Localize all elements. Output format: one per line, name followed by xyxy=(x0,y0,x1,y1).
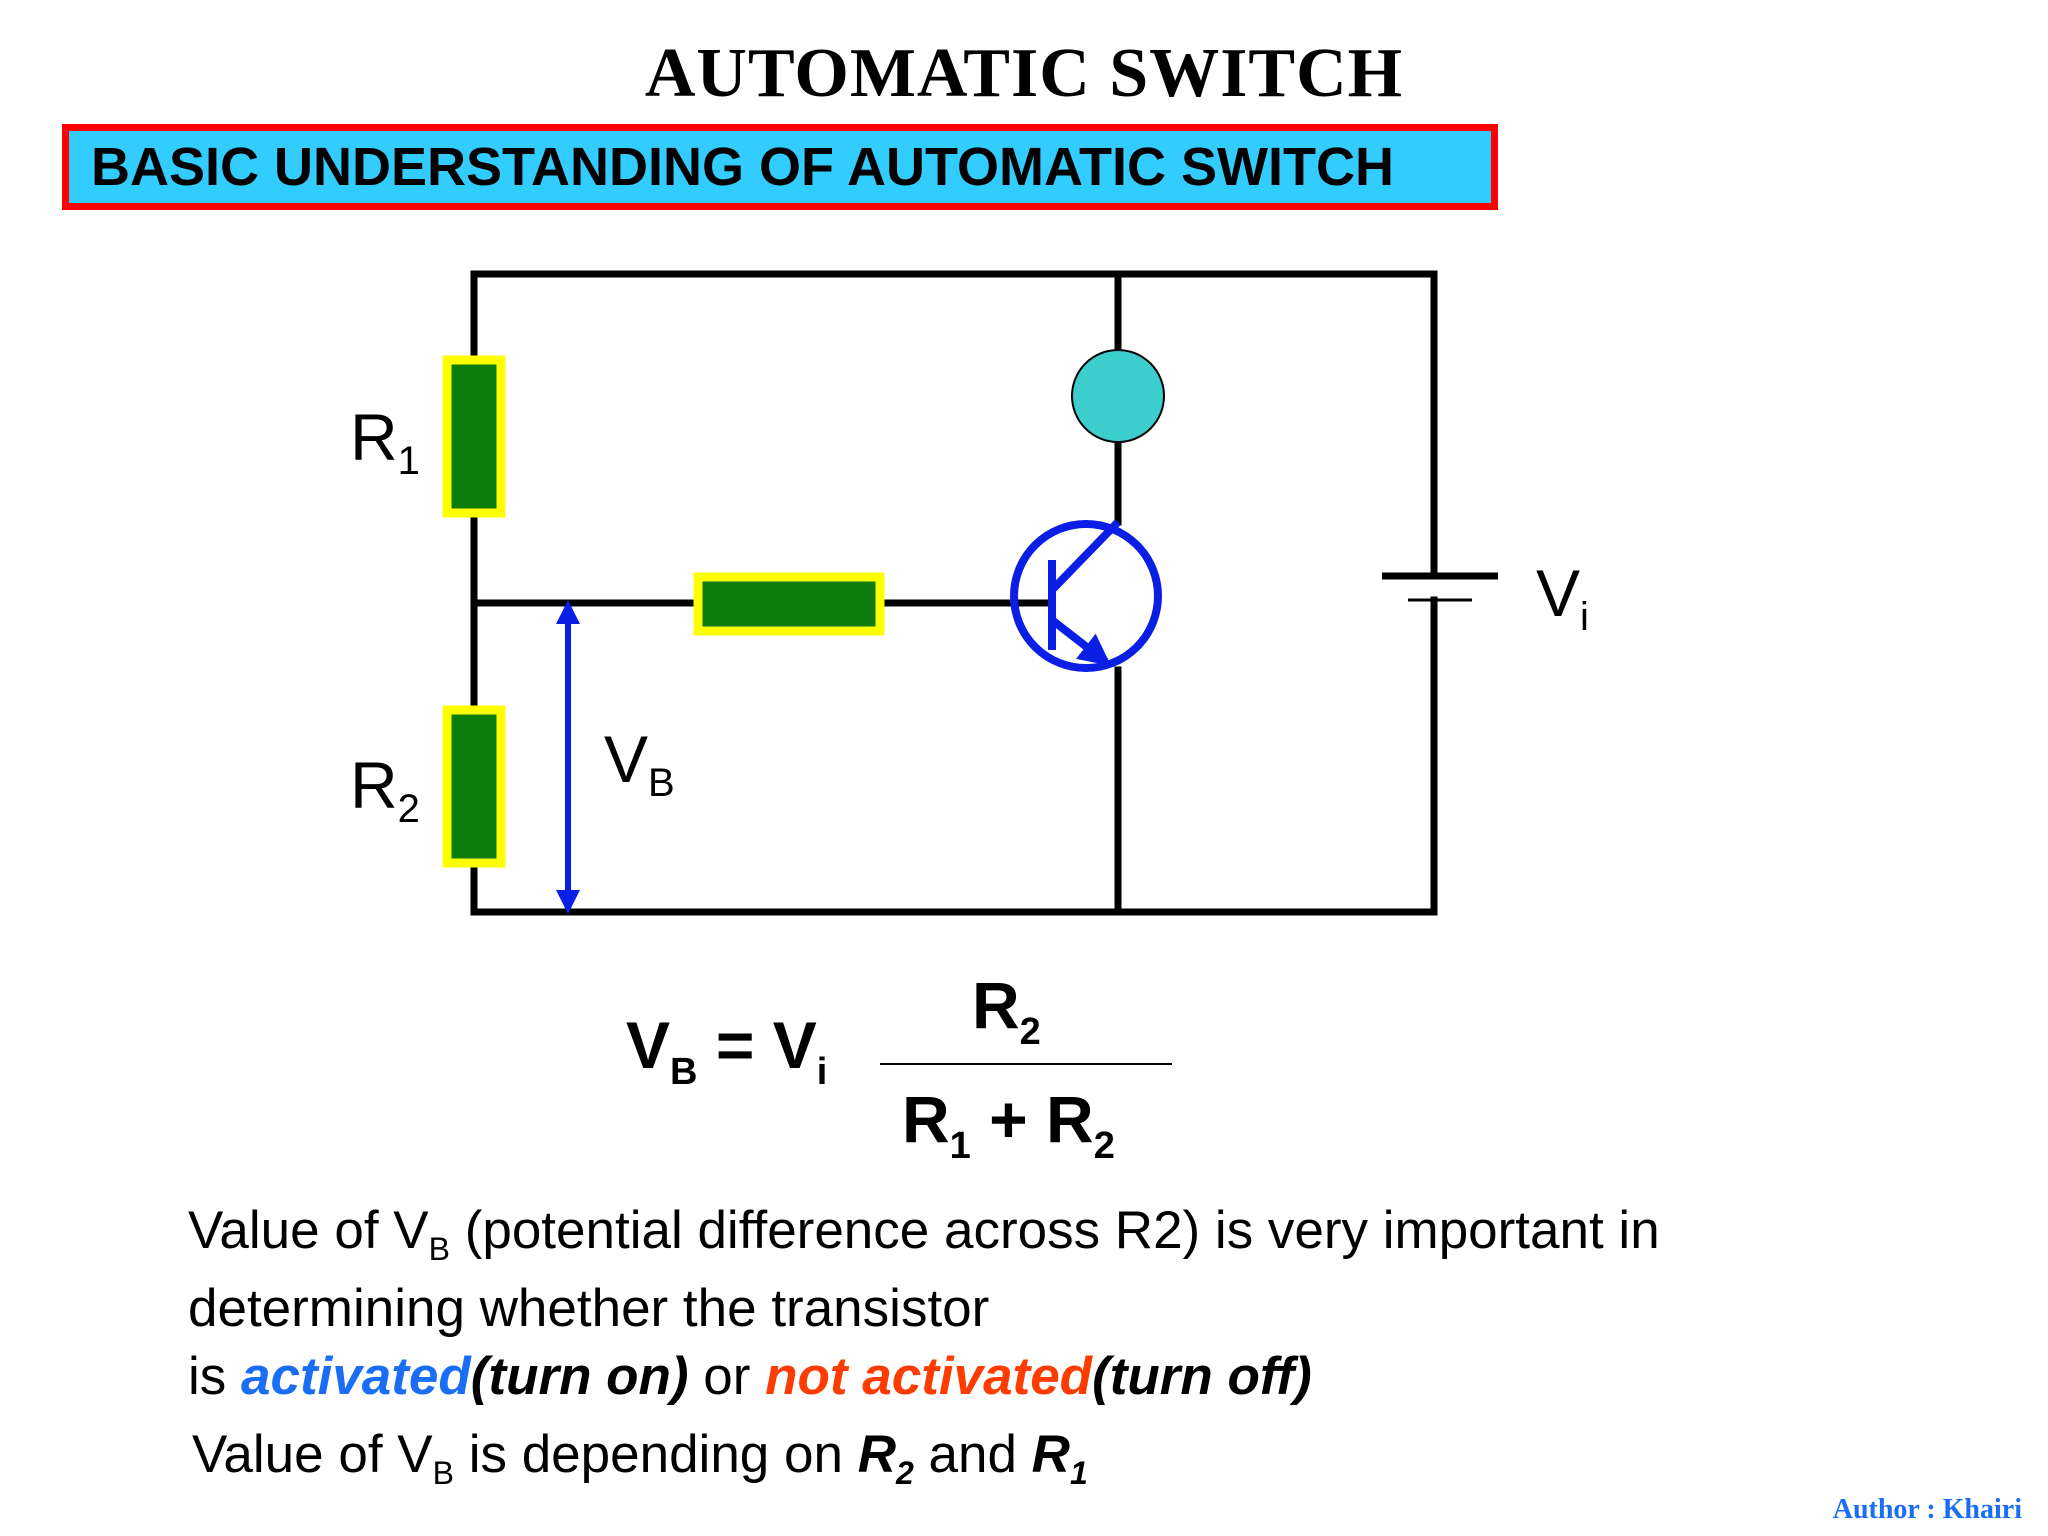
battery-icon xyxy=(1382,572,1498,602)
formula-denominator: R1 + R2 xyxy=(902,1082,1115,1167)
vi-label: Vi xyxy=(1536,556,1589,639)
text-line-2: determining whether the transistor xyxy=(188,1279,990,1338)
formula-lhs: VB = Vi xyxy=(626,1008,828,1093)
resistor-base xyxy=(693,572,885,636)
transistor-icon xyxy=(1010,519,1162,672)
text-line-4: Value of VB is depending on R2 and R1 xyxy=(192,1425,1088,1491)
banner-text: BASIC UNDERSTANDING OF AUTOMATIC SWITCH xyxy=(91,137,1394,197)
resistor-r2 xyxy=(442,705,506,868)
page-title: AUTOMATIC SWITCH xyxy=(644,35,1404,112)
r1-label: R1 xyxy=(350,400,420,483)
fraction-bar xyxy=(880,1063,1172,1065)
wires xyxy=(470,270,1438,916)
r2-label: R2 xyxy=(350,748,420,831)
text-line-3: is activated(turn on) or not activated(t… xyxy=(188,1347,1312,1406)
formula-numerator: R2 xyxy=(972,968,1041,1053)
section-banner: BASIC UNDERSTANDING OF AUTOMATIC SWITCH xyxy=(62,124,1498,210)
text-line-1: Value of VB (potential difference across… xyxy=(188,1201,1660,1267)
author-credit: Author : Khairi xyxy=(1832,1494,2022,1525)
vb-label: VB xyxy=(604,722,675,805)
lamp-icon xyxy=(1071,349,1165,443)
resistor-r1 xyxy=(442,355,506,518)
